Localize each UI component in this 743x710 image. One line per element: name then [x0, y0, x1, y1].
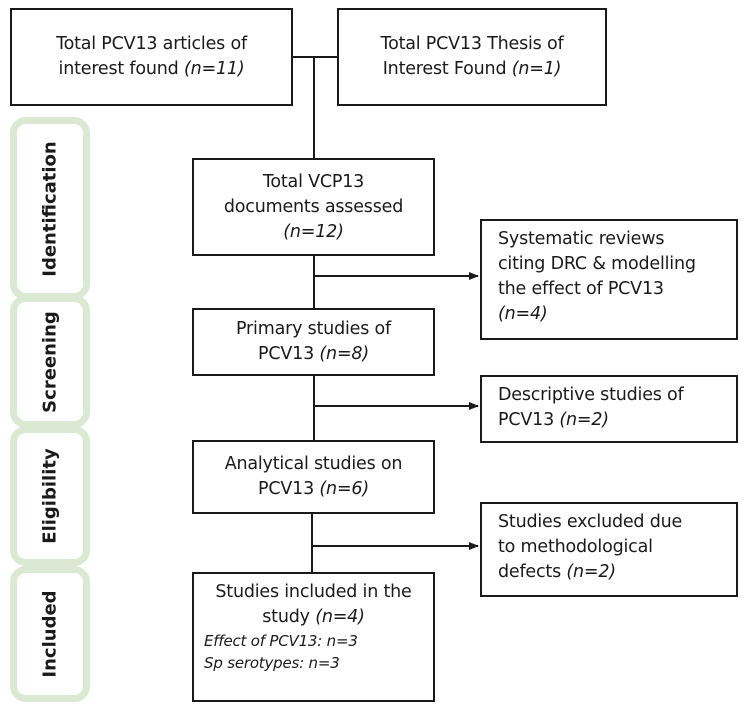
included-serotypes-count: Sp serotypes: n=3: [204, 654, 340, 672]
descriptive-studies-line-2: PCV13 (n=2): [498, 410, 609, 430]
descriptive-studies-line-1: Descriptive studies of: [498, 385, 684, 405]
documents-assessed-line-2: documents assessed: [223, 196, 404, 217]
documents-assessed-line-1: Total VCP13: [262, 171, 365, 192]
descriptive-studies-box: Descriptive studies of PCV13 (n=2): [480, 375, 738, 443]
systematic-reviews-box: Systematic reviews citing DRC & modellin…: [480, 219, 738, 340]
stage-eligibility-label: Eligibility: [39, 448, 61, 544]
included-studies-line-1: Studies included in the: [215, 582, 412, 602]
analytical-studies-n: (n=6): [319, 479, 369, 499]
stage-identification-label: Identification: [39, 140, 61, 277]
stage-included: Included: [10, 566, 90, 702]
analytical-studies-line-1: Analytical studies on: [224, 454, 403, 474]
systematic-reviews-line-3: the effect of PCV13: [498, 279, 664, 299]
primary-studies-line-2: PCV13 (n=8): [258, 344, 369, 364]
primary-studies-line-1: Primary studies of: [236, 319, 391, 339]
systematic-reviews-line-1: Systematic reviews: [498, 229, 665, 249]
excluded-studies-line-1: Studies excluded due: [498, 512, 683, 532]
documents-assessed-box: Total VCP13 documents assessed (n=12): [192, 158, 435, 256]
primary-studies-box: Primary studies of PCV13 (n=8): [192, 308, 435, 376]
excluded-studies-line-2: to methodological: [498, 537, 653, 557]
thesis-found-n: (n=1): [511, 59, 562, 79]
systematic-reviews-line-2: citing DRC & modelling: [498, 254, 696, 274]
included-studies-line-2: study (n=4): [262, 607, 365, 627]
stage-eligibility: Eligibility: [10, 426, 90, 566]
stage-identification: Identification: [10, 117, 90, 300]
stage-included-label: Included: [39, 590, 61, 678]
excluded-studies-line-3: defects (n=2): [498, 562, 616, 582]
articles-found-line-2: interest found (n=11): [58, 59, 245, 79]
documents-assessed-n: (n=12): [283, 221, 344, 242]
included-effect-count: Effect of PCV13: n=3: [204, 632, 358, 650]
thesis-found-line-2: Interest Found (n=1): [382, 59, 562, 79]
systematic-reviews-n: (n=4): [498, 304, 548, 324]
articles-found-box: Total PCV13 articles of interest found (…: [10, 8, 293, 106]
excluded-studies-box: Studies excluded due to methodological d…: [480, 502, 738, 597]
thesis-found-box: Total PCV13 Thesis of Interest Found (n=…: [337, 8, 607, 106]
articles-found-line-1: Total PCV13 articles of: [56, 34, 247, 54]
included-studies-n: (n=4): [315, 607, 365, 627]
thesis-found-line-1: Total PCV13 Thesis of: [380, 34, 564, 54]
analytical-studies-box: Analytical studies on PCV13 (n=6): [192, 440, 435, 514]
excluded-studies-n: (n=2): [566, 562, 616, 582]
included-studies-box: Studies included in the study (n=4) Effe…: [192, 572, 435, 702]
stage-screening-label: Screening: [39, 310, 61, 413]
analytical-studies-line-2: PCV13 (n=6): [258, 479, 369, 499]
articles-found-n: (n=11): [183, 59, 245, 79]
stage-screening: Screening: [10, 295, 90, 428]
descriptive-studies-n: (n=2): [559, 410, 609, 430]
primary-studies-n: (n=8): [319, 344, 369, 364]
